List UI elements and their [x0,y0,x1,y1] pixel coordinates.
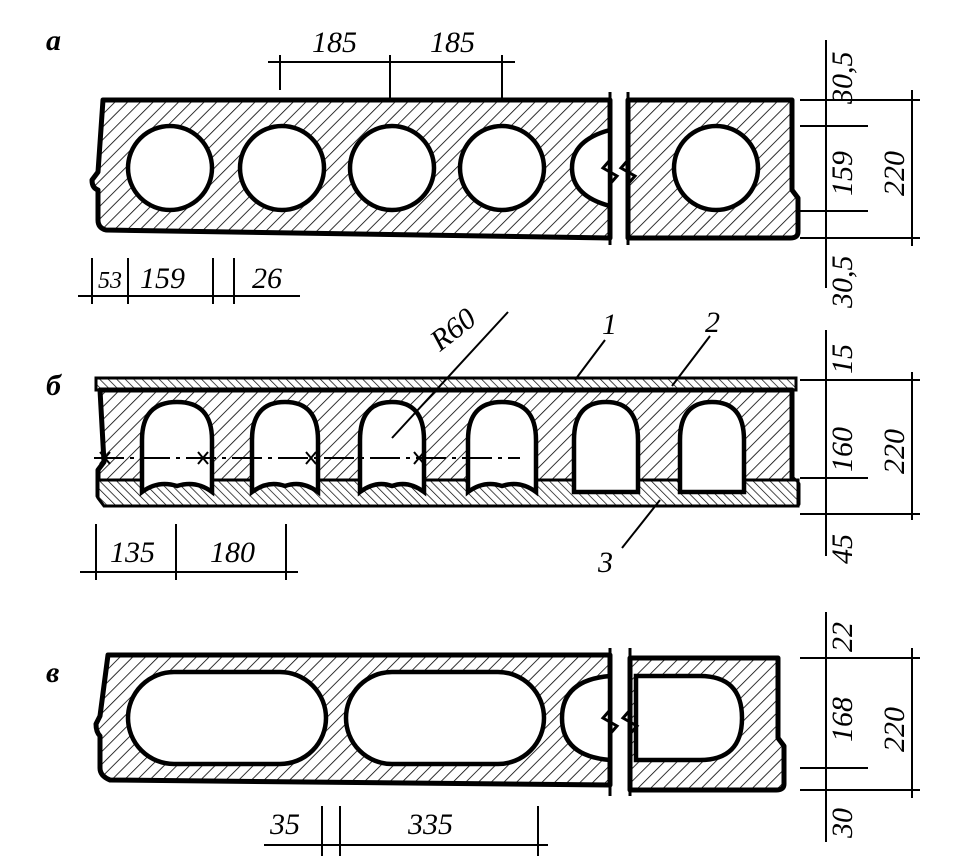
section-a-void-6 [671,123,761,213]
section-a-void-2 [237,123,327,213]
section-b-axis-crosses [99,451,425,465]
section-a-break-left [600,92,620,245]
section-v-dim-30: 30 [826,808,859,839]
section-v-void-4-partial [633,673,745,763]
section-v-dim-35: 35 [269,808,300,841]
section-b-callout-1: 1 [602,308,617,341]
section-b-dim-135: 135 [110,536,155,569]
section-b-dim-15: 15 [826,344,859,374]
section-b-void-3 [357,399,427,497]
section-b-void-1 [139,399,215,497]
section-b-label: б [46,369,62,402]
section-a-label: а [46,24,61,57]
section-v-dim-220: 220 [878,707,911,752]
section-v-dim-335: 335 [407,808,453,841]
section-b-dim-160: 160 [826,427,859,472]
section-b-callout-1-leader [574,339,606,381]
section-v-break-right [620,648,640,796]
section-a-dim-185-1: 185 [312,26,357,59]
section-v-break-left [600,648,620,796]
section-a-dim-220: 220 [878,151,911,196]
section-a-break-right [618,92,638,245]
section-b-callout-3-leader [621,499,661,549]
section-a-dim-159-right: 159 [826,151,859,196]
section-a-dim-185-2: 185 [430,26,475,59]
section-a-dim-53: 53 [98,268,122,294]
section-b-callout-2: 2 [705,306,720,339]
section-a-void-4 [457,123,547,213]
section-a: а 185 185 53 159 26 [46,24,920,309]
section-b-dim-220: 220 [878,429,911,474]
section-b-void-4 [465,399,539,497]
section-v-void-1 [125,669,329,767]
section-v-dim-22: 22 [826,622,859,652]
section-b-dim-45: 45 [826,534,859,564]
section-b-void-6 [677,399,747,495]
section-b-callout-3: 3 [597,546,613,579]
section-b-radius-leader [391,311,509,439]
section-v-dim-168: 168 [826,697,859,742]
section-b-void-2 [249,399,321,497]
section-a-void-3 [347,123,437,213]
section-v-label: в [46,656,59,689]
section-b-callout-2-leader [671,335,711,387]
section-v: в 35 335 22 168 30 220 [46,612,920,856]
section-a-void-5-partial [569,127,613,209]
section-a-dim-26: 26 [252,262,282,295]
section-a-dim-30-5-bottom: 30,5 [826,256,859,310]
section-a-dim-159: 159 [140,262,185,295]
section-b: б R60 1 2 3 135 180 [46,302,920,580]
section-v-void-2 [343,669,547,767]
section-a-void-1 [125,123,215,213]
section-b-dim-180: 180 [210,536,255,569]
section-v-void-3-partial [559,673,613,763]
section-b-void-5 [571,399,641,495]
section-a-dim-30-5-top: 30,5 [826,52,859,106]
